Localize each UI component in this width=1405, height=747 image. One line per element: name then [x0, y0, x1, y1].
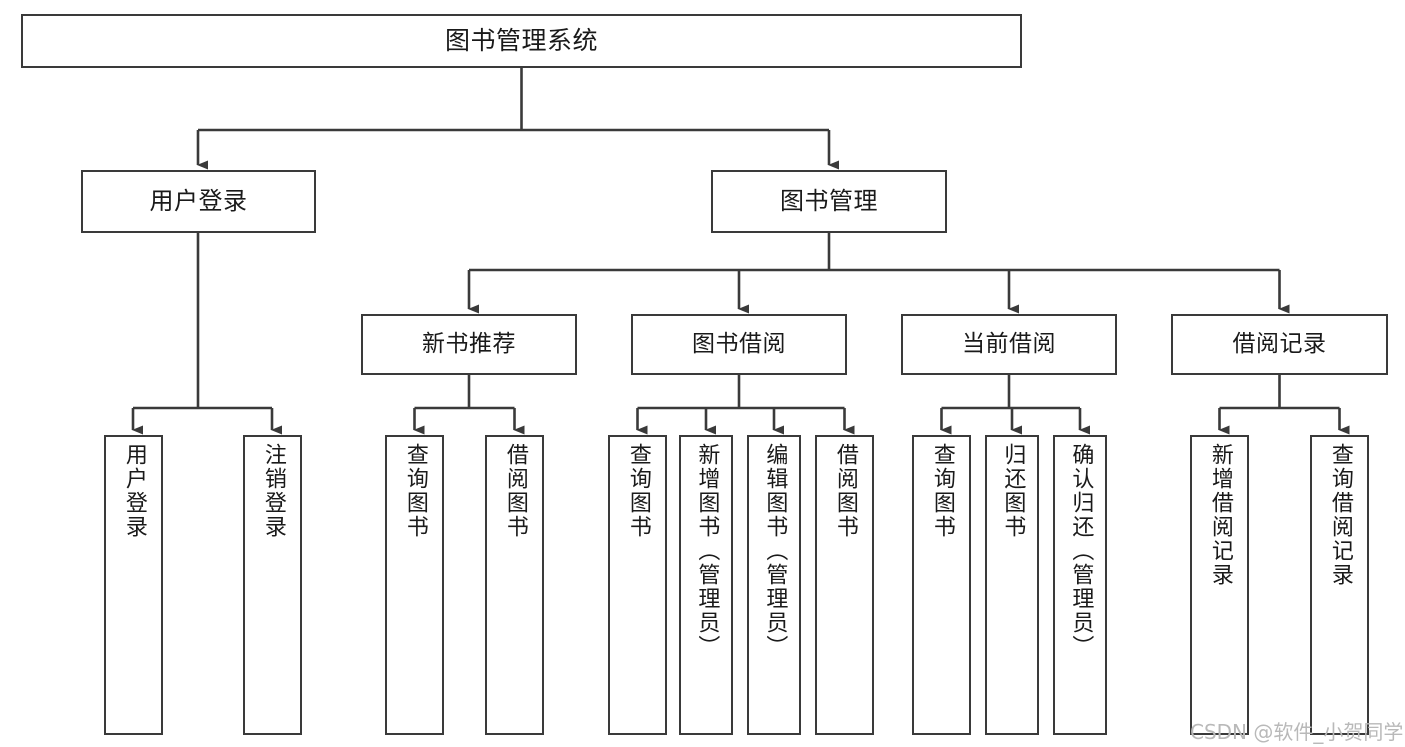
leaf-query-book-current[interactable]: 查询图书 [912, 435, 971, 735]
node-new-book-recommend[interactable]: 新书推荐 [361, 314, 577, 375]
node-user-login[interactable]: 用户登录 [81, 170, 316, 233]
node-label: 新书推荐 [422, 330, 516, 357]
node-label: 编辑图书（管理员） [762, 443, 788, 659]
node-label: 用户登录 [121, 443, 147, 539]
leaf-query-borrow-record[interactable]: 查询借阅记录 [1310, 435, 1369, 735]
leaf-query-book-newbook[interactable]: 查询图书 [385, 435, 444, 735]
node-label: 归还图书 [1000, 443, 1026, 539]
node-current-borrow[interactable]: 当前借阅 [901, 314, 1117, 375]
node-label: 新增借阅记录 [1207, 443, 1233, 587]
node-label: 图书管理 [780, 187, 878, 216]
node-label: 查询图书 [625, 443, 651, 539]
node-book-manage[interactable]: 图书管理 [711, 170, 947, 233]
node-label: 图书借阅 [692, 330, 786, 357]
node-label: 图书管理系统 [444, 26, 598, 56]
node-book-borrow[interactable]: 图书借阅 [631, 314, 847, 375]
leaf-return-book[interactable]: 归还图书 [985, 435, 1039, 735]
node-label: 注销登录 [260, 443, 286, 539]
leaf-add-borrow-record[interactable]: 新增借阅记录 [1190, 435, 1249, 735]
leaf-add-book-admin[interactable]: 新增图书（管理员） [679, 435, 733, 735]
leaf-query-book-borrow[interactable]: 查询图书 [608, 435, 667, 735]
node-label: 查询图书 [402, 443, 428, 539]
node-label: 用户登录 [149, 187, 248, 216]
leaf-user-login[interactable]: 用户登录 [104, 435, 163, 735]
node-borrow-record[interactable]: 借阅记录 [1171, 314, 1388, 375]
node-label: 借阅图书 [502, 443, 528, 539]
leaf-confirm-return-admin[interactable]: 确认归还（管理员） [1053, 435, 1107, 735]
leaf-borrow-book-borrow[interactable]: 借阅图书 [815, 435, 874, 735]
node-label: 查询借阅记录 [1327, 443, 1353, 587]
node-label: 借阅记录 [1232, 330, 1327, 357]
leaf-logout[interactable]: 注销登录 [243, 435, 302, 735]
node-label: 新增图书（管理员） [694, 443, 720, 659]
leaf-edit-book-admin[interactable]: 编辑图书（管理员） [747, 435, 801, 735]
node-root-system[interactable]: 图书管理系统 [21, 14, 1022, 68]
node-label: 查询图书 [929, 443, 955, 539]
leaf-borrow-book-newbook[interactable]: 借阅图书 [485, 435, 544, 735]
node-label: 借阅图书 [832, 443, 858, 539]
node-label: 当前借阅 [962, 330, 1056, 357]
node-label: 确认归还（管理员） [1068, 443, 1094, 659]
